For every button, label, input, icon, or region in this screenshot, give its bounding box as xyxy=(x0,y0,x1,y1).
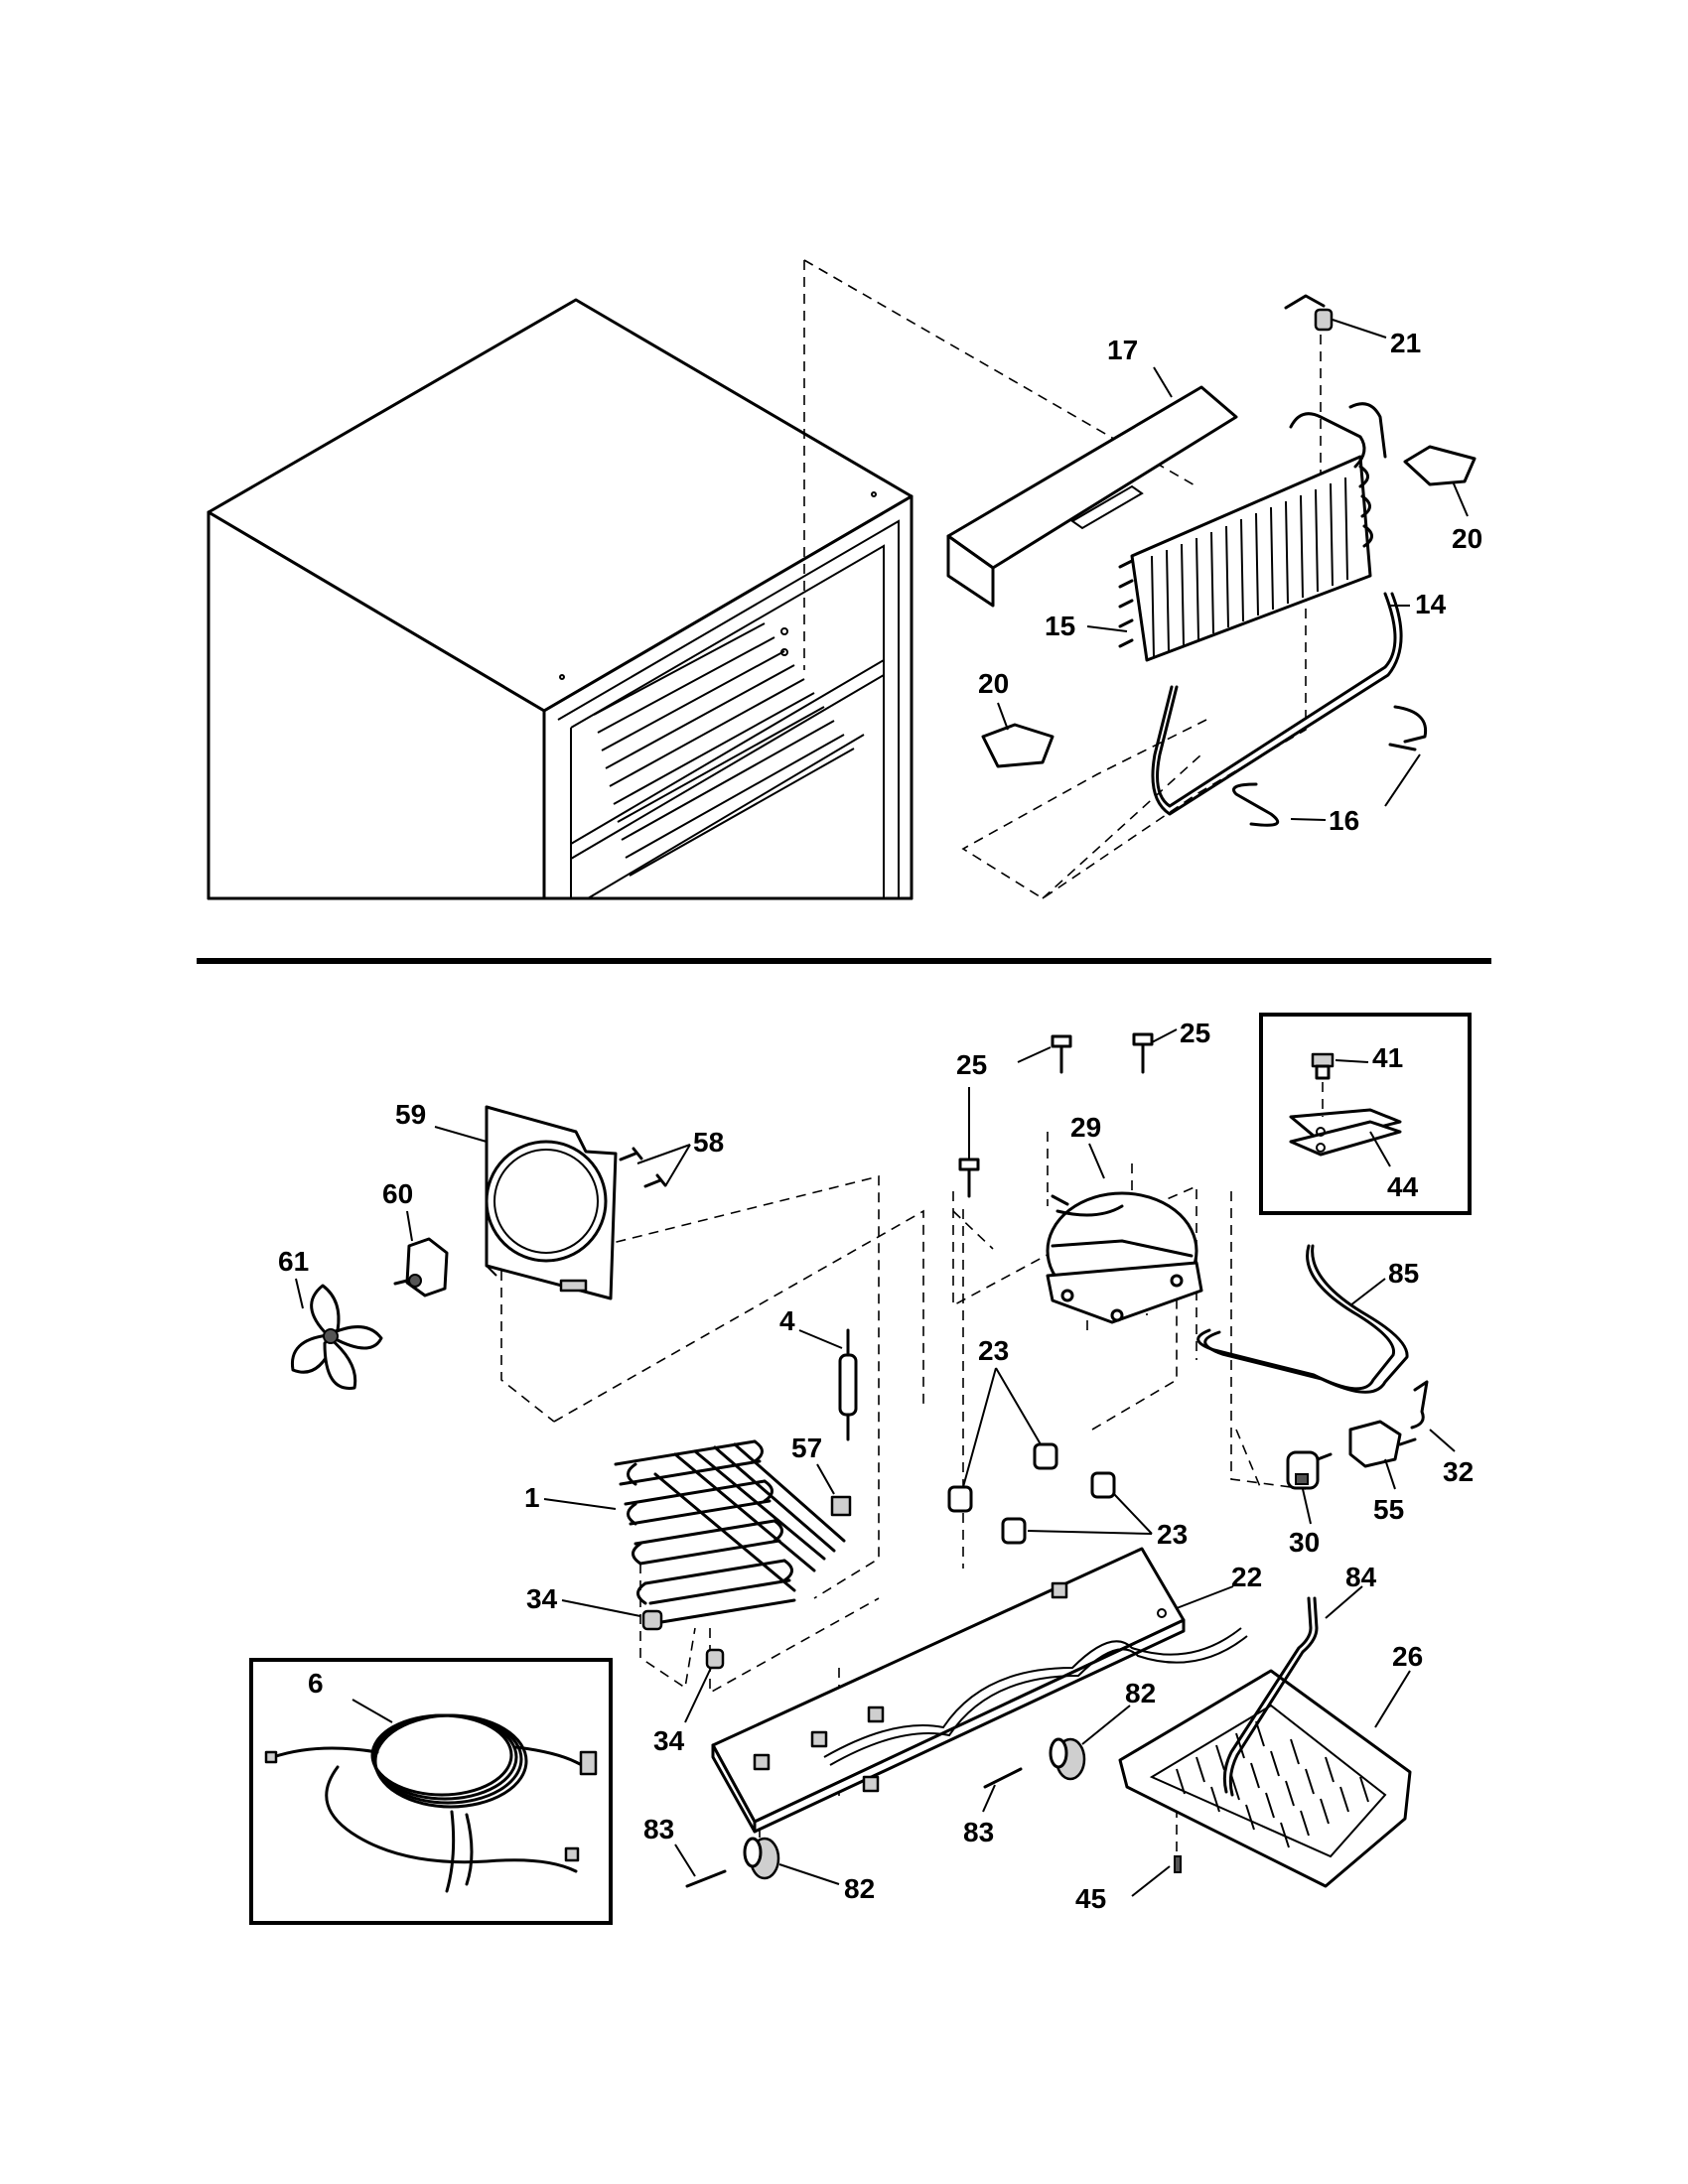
label-25-left: 25 xyxy=(956,1049,987,1080)
label-16: 16 xyxy=(1329,805,1359,836)
label-17: 17 xyxy=(1107,335,1138,365)
label-60: 60 xyxy=(382,1178,413,1209)
label-83-right: 83 xyxy=(963,1817,994,1847)
part-20-pad-right xyxy=(1403,445,1477,486)
label-58: 58 xyxy=(693,1127,724,1158)
label-85: 85 xyxy=(1388,1258,1419,1289)
part-82-feet xyxy=(743,1737,1086,1880)
part-59-fan-shroud xyxy=(485,1105,618,1300)
part-4-drier xyxy=(838,1328,858,1441)
label-82-left: 82 xyxy=(844,1873,875,1904)
label-55: 55 xyxy=(1373,1494,1404,1525)
refrigerator-cabinet xyxy=(207,298,914,900)
label-84: 84 xyxy=(1345,1562,1377,1592)
label-30: 30 xyxy=(1289,1527,1320,1558)
lower-leader-lines xyxy=(295,1028,1456,1897)
label-23-bottom: 23 xyxy=(1157,1519,1188,1550)
part-32-wire xyxy=(1410,1380,1429,1430)
part-23-grommets xyxy=(947,1442,1116,1545)
part-41-44-inset xyxy=(1259,1013,1472,1215)
part-15-evaporator-coil xyxy=(1118,402,1387,662)
part-17-evaporator-cover xyxy=(946,385,1238,608)
label-61: 61 xyxy=(278,1246,309,1277)
part-25-screws xyxy=(958,1032,1154,1198)
label-21: 21 xyxy=(1390,328,1421,358)
label-25-right: 25 xyxy=(1180,1018,1210,1048)
label-82-right: 82 xyxy=(1125,1678,1156,1708)
part-85-tube xyxy=(1196,1244,1409,1394)
part-21-grommet xyxy=(1284,294,1334,332)
part-55-relay xyxy=(1348,1420,1417,1468)
upper-leader-lines xyxy=(997,319,1469,821)
label-20-right: 20 xyxy=(1452,523,1482,554)
label-83-left: 83 xyxy=(643,1814,674,1844)
part-34-grommets xyxy=(641,1609,725,1670)
label-32: 32 xyxy=(1443,1456,1474,1487)
part-45-screw xyxy=(1174,1855,1182,1873)
label-45: 45 xyxy=(1075,1883,1106,1914)
label-1: 1 xyxy=(524,1482,540,1513)
label-23-top: 23 xyxy=(978,1335,1009,1366)
part-60-fan-motor xyxy=(393,1237,449,1297)
part-1-condenser xyxy=(614,1439,846,1625)
label-29: 29 xyxy=(1070,1112,1101,1143)
part-30-overload xyxy=(1286,1450,1333,1490)
label-6: 6 xyxy=(308,1668,324,1699)
label-15: 15 xyxy=(1045,611,1075,641)
label-44: 44 xyxy=(1387,1171,1419,1202)
part-20-pad-left xyxy=(981,723,1055,768)
label-59: 59 xyxy=(395,1099,426,1130)
part-84-tube xyxy=(1222,1596,1319,1797)
part-22-base-plate xyxy=(711,1547,1248,1834)
label-34-bottom: 34 xyxy=(653,1725,685,1756)
label-4: 4 xyxy=(779,1305,795,1336)
part-83-screws xyxy=(685,1767,1023,1888)
label-22: 22 xyxy=(1231,1562,1262,1592)
part-14-drain-tube xyxy=(1151,592,1403,816)
evaporator-shelf-fins xyxy=(593,622,855,877)
label-14: 14 xyxy=(1415,589,1447,619)
part-26-drain-pan xyxy=(1118,1669,1412,1888)
part-29-compressor xyxy=(1046,1191,1203,1324)
label-57: 57 xyxy=(791,1433,822,1463)
part-57-clip xyxy=(830,1495,852,1517)
part-58-screws xyxy=(619,1147,667,1188)
part-6-wire-harness-inset xyxy=(249,1658,613,1925)
label-34-top: 34 xyxy=(526,1583,558,1614)
part-16-clips xyxy=(1232,705,1428,827)
label-41: 41 xyxy=(1372,1042,1403,1073)
label-20-left: 20 xyxy=(978,668,1009,699)
label-26: 26 xyxy=(1392,1641,1423,1672)
part-61-fan-blade xyxy=(290,1284,383,1390)
